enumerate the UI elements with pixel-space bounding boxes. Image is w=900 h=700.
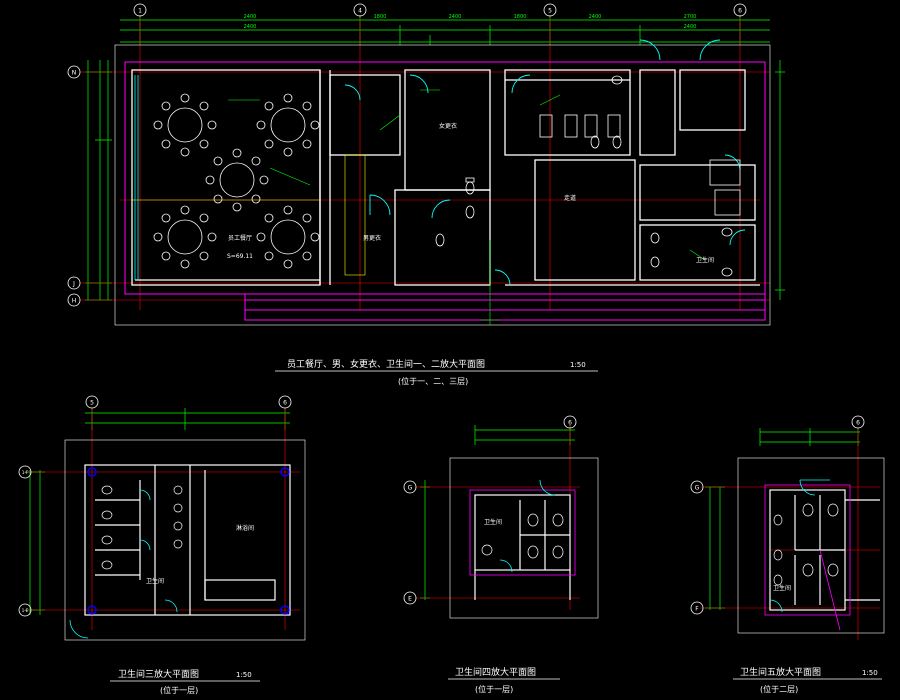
grid-label-e: E (408, 596, 412, 603)
plan4-subtitle: (位于一层) (475, 684, 513, 694)
grid-label-f: F (695, 606, 699, 613)
room-label-female-locker: 女更衣 (439, 122, 457, 130)
main-dim-numbers: 2400 2400 1800 2400 1800 2400 2700 2400 (244, 14, 697, 30)
dim-text: 2700 (684, 14, 697, 20)
plan5-magenta (764, 484, 851, 631)
plan5-walls (769, 489, 880, 611)
table-4 (153, 205, 217, 269)
plan4-magenta (469, 489, 576, 576)
plan3-scale: 1:50 (236, 671, 252, 679)
plan4-dimensions (420, 425, 575, 600)
main-curtain-wall (134, 75, 139, 280)
room-label-area: S=69.11 (227, 253, 253, 260)
plan3-subtitle: (位于一层) (160, 685, 198, 695)
grid-label-1e: 1-E (22, 608, 29, 613)
plan4-bubbles: 6 G E (403, 415, 577, 605)
plan3-fixtures (101, 485, 183, 570)
dining-tables (153, 93, 320, 269)
grid-label-g: G (695, 485, 700, 492)
main-yellow-lines (132, 154, 366, 276)
plan4-title-block: 卫生间四放大平面图 (位于一层) (448, 666, 560, 694)
plan3-bubbles: 5 6 1-F 1-E (18, 395, 292, 617)
main-grid-bubbles-top: 1 4 5 6 (133, 3, 747, 17)
grid-label-h: H (72, 298, 77, 305)
plan3-axes (25, 408, 300, 630)
plan3-title-block: 卫生间三放大平面图 1:50 (位于一层) (110, 668, 260, 695)
plan4-axes (415, 425, 580, 610)
plan3: 5 6 1-F 1-E 淋浴间 卫生间 卫生间三放大平面图 1:50 (位于一层… (18, 395, 306, 695)
main-plan: 1 4 5 6 N J H 2400 2400 1800 2400 1800 2… (67, 3, 785, 386)
dim-text: 2400 (684, 24, 697, 30)
grid-label-g: G (408, 485, 413, 492)
grid-label-6: 6 (856, 420, 860, 427)
plan5: 6 G F 卫生间 卫生间五放大平面图 1:50 (位于二层) (690, 415, 885, 694)
plan5-doors (769, 479, 830, 613)
main-walls-magenta (124, 61, 766, 321)
plan5-title: 卫生间五放大平面图 (740, 666, 821, 678)
room-label-toilet: 卫生间 (146, 577, 164, 585)
grid-label-6: 6 (568, 420, 572, 427)
main-grid-bubbles-left: N J H (67, 65, 81, 307)
table-1 (153, 93, 217, 157)
main-right-dimensions (775, 60, 785, 300)
main-title: 员工餐厅、男、女更衣、卫生间一、二放大平面图 (287, 358, 485, 370)
table-5 (256, 205, 320, 269)
grid-label-1: 1 (138, 8, 142, 15)
table-3 (205, 148, 269, 212)
plan5-axes (700, 428, 880, 640)
plan5-bubbles: 6 G F (690, 415, 865, 615)
main-doors (344, 39, 746, 286)
room-label-toilet: 卫生间 (484, 518, 502, 526)
room-label-dining: 员工餐厅 (228, 234, 252, 242)
room-label-toilet: 卫生间 (773, 584, 791, 592)
table-2 (256, 93, 320, 157)
plan5-subtitle: (位于二层) (760, 684, 798, 694)
grid-label-j: J (72, 281, 75, 288)
main-frame (114, 44, 771, 326)
main-left-dimensions (85, 60, 112, 301)
grid-label-4: 4 (358, 8, 362, 15)
dim-text: 2400 (589, 14, 602, 20)
room-label-male-locker: 男更衣 (363, 234, 381, 242)
dim-text: 1800 (514, 14, 527, 20)
grid-label-5: 5 (90, 400, 94, 407)
plan4-title: 卫生间四放大平面图 (455, 666, 536, 678)
main-annotations (228, 89, 706, 325)
plan4-fixtures (481, 513, 564, 559)
grid-label-n: N (72, 70, 77, 77)
main-title-block: 员工餐厅、男、女更衣、卫生间一、二放大平面图 1:50 (位于一、二、三层) (275, 358, 598, 386)
plan3-title: 卫生间三放大平面图 (118, 668, 199, 680)
plan3-frame (64, 439, 306, 641)
plan4-doors (499, 479, 556, 573)
plan5-scale: 1:50 (862, 669, 878, 677)
dim-text: 1800 (374, 14, 387, 20)
room-label-shower: 淋浴间 (236, 524, 254, 532)
grid-label-1f: 1-F (22, 470, 29, 475)
room-label-toilet: 卫生间 (696, 256, 714, 264)
room-label-corridor: 走道 (564, 194, 576, 202)
plan5-title-block: 卫生间五放大平面图 1:50 (位于二层) (733, 666, 882, 694)
dim-text: 2400 (244, 14, 257, 20)
main-scale: 1:50 (570, 361, 586, 369)
grid-label-6: 6 (283, 400, 287, 407)
main-subtitle: (位于一、二、三层) (398, 376, 468, 386)
plan4: 6 G E 卫生间 卫生间四放大平面图 (位于一层) (403, 415, 599, 694)
main-toilets (435, 75, 741, 277)
dim-text: 2400 (449, 14, 462, 20)
dim-text: 2400 (244, 24, 257, 30)
plan5-frame (737, 457, 885, 634)
grid-label-6: 6 (738, 8, 742, 15)
plan3-doors (69, 489, 178, 639)
plan5-fixtures (773, 503, 839, 586)
plan4-frame (449, 457, 599, 619)
plan5-dimensions (705, 428, 860, 610)
grid-label-5: 5 (548, 8, 552, 15)
main-top-dimensions (120, 15, 770, 45)
plan3-walls (84, 464, 291, 616)
plan4-walls (474, 494, 571, 600)
